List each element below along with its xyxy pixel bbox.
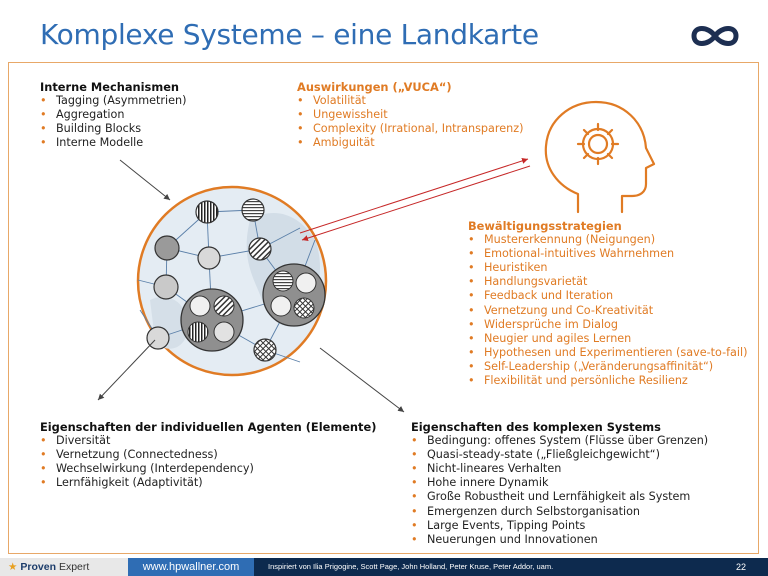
agent-node — [241, 198, 265, 222]
auswirkungen-block: Auswirkungen („VUCA“) Volatilität Ungewi… — [297, 80, 523, 151]
agent-node — [187, 321, 209, 343]
star-icon: ★ — [8, 561, 18, 573]
agenten-block: Eigenschaften der individuellen Agenten … — [40, 420, 377, 491]
list-item: Self-Leadership („Veränderungsaffinität“… — [468, 360, 748, 374]
footer-bar: ★Proven Expert www.hpwallner.com Inspiri… — [0, 558, 768, 576]
list-item: Flexibilität und persönliche Resilienz — [468, 374, 748, 388]
agent-node — [270, 295, 292, 317]
list-item: Hypothesen und Experimentieren (save-to-… — [468, 346, 748, 360]
list-item: Emergenzen durch Selbstorganisation — [411, 505, 708, 519]
agent-node — [295, 272, 317, 294]
arrow-interne — [119, 159, 171, 201]
list-item: Interne Modelle — [40, 136, 186, 150]
bewaeltigung-heading: Bewältigungsstrategien — [468, 219, 622, 233]
list-item: Volatilität — [297, 94, 523, 108]
head-gear-icon — [544, 100, 656, 214]
page-title: Komplexe Systeme – eine Landkarte — [40, 18, 539, 51]
agent-node — [154, 235, 180, 261]
list-item: Neugier und agiles Lernen — [468, 332, 748, 346]
agent-node — [189, 295, 211, 317]
proven-expert-badge[interactable]: ★Proven Expert — [0, 558, 128, 576]
agent-node — [146, 326, 170, 350]
list-item: Building Blocks — [40, 122, 186, 136]
list-item: Ambiguität — [297, 136, 523, 150]
page-number: 22 — [735, 562, 746, 572]
list-item: Emotional-intuitives Wahrnehmen — [468, 247, 748, 261]
list-item: Große Robustheit und Lernfähigkeit als S… — [411, 490, 708, 504]
arrow-globe-to-head — [299, 157, 529, 234]
list-item: Neuerungen und Innovationen — [411, 533, 708, 547]
agent-node — [272, 270, 294, 292]
list-item: Hohe innere Dynamik — [411, 476, 708, 490]
list-item: Tagging (Asymmetrien) — [40, 94, 186, 108]
list-item: Aggregation — [40, 108, 186, 122]
bewaeltigung-block: Bewältigungsstrategien Mustererkennung (… — [468, 219, 748, 388]
list-item: Large Events, Tipping Points — [411, 519, 708, 533]
aggregate-node — [180, 288, 244, 352]
list-item: Nicht-lineares Verhalten — [411, 462, 708, 476]
system-block: Eigenschaften des komplexen Systems Bedi… — [411, 420, 708, 547]
list-item: Vernetzung und Co-Kreativität — [468, 304, 748, 318]
brand-expert: Expert — [58, 561, 90, 573]
infinity-logo-icon — [691, 26, 739, 46]
arrow-system — [319, 347, 405, 413]
list-item: Wechselwirkung (Interdependency) — [40, 462, 376, 476]
agent-node — [213, 321, 235, 343]
agent-node — [248, 237, 272, 261]
aggregate-node — [262, 263, 326, 327]
list-item: Ungewissheit — [297, 108, 523, 122]
list-item: Mustererkennung (Neigungen) — [468, 233, 748, 247]
agent-node — [293, 297, 315, 319]
interne-heading: Interne Mechanismen — [40, 80, 180, 94]
credits-text: Inspiriert von Ilia Prigogine, Scott Pag… — [268, 562, 554, 571]
interne-mechanismen-block: Interne Mechanismen Tagging (Asymmetrien… — [40, 80, 186, 151]
agent-node — [153, 274, 179, 300]
list-item: Quasi-steady-state („Fließgleichgewicht“… — [411, 448, 708, 462]
list-item: Vernetzung (Connectedness) — [40, 448, 376, 462]
arrow-head-to-globe — [301, 165, 531, 242]
website-link[interactable]: www.hpwallner.com — [128, 558, 254, 576]
content-frame — [8, 62, 759, 554]
auswirkungen-heading: Auswirkungen („VUCA“) — [297, 80, 452, 94]
list-item: Handlungsvarietät — [468, 275, 748, 289]
list-item: Bedingung: offenes System (Flüsse über G… — [411, 434, 708, 448]
agenten-heading: Eigenschaften der individuellen Agenten … — [40, 420, 377, 434]
list-item: Heuristiken — [468, 261, 748, 275]
list-item: Complexity (Irrational, Intransparenz) — [297, 122, 523, 136]
list-item: Diversität — [40, 434, 376, 448]
agent-node — [195, 200, 219, 224]
list-item: Lernfähigkeit (Adaptivität) — [40, 476, 376, 490]
list-item: Widersprüche im Dialog — [468, 318, 748, 332]
agent-node — [197, 246, 221, 270]
system-heading: Eigenschaften des komplexen Systems — [411, 420, 661, 434]
agent-node — [253, 338, 277, 362]
brand-proven: Proven — [20, 561, 57, 573]
agent-node — [213, 295, 235, 317]
arrow-agenten — [97, 339, 156, 401]
list-item: Feedback und Iteration — [468, 289, 748, 303]
